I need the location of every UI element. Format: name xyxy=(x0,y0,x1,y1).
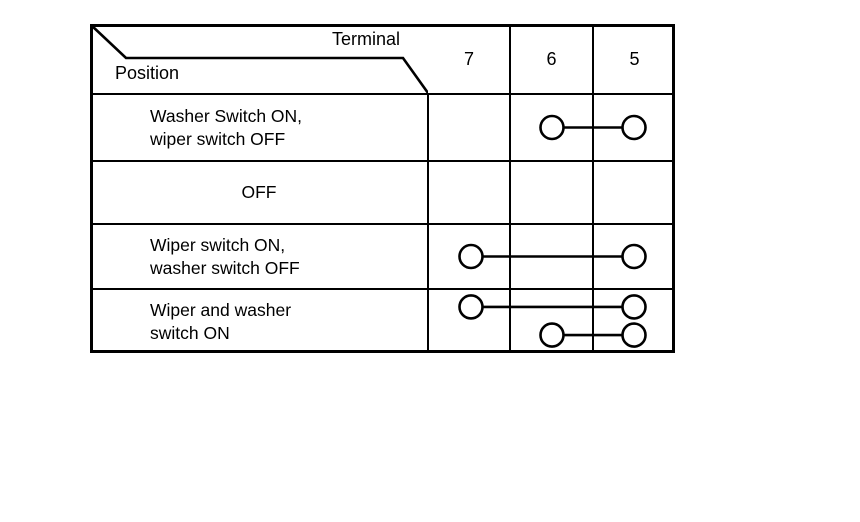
switch-continuity-table: Terminal Position 7 6 5 Washer Switch ON… xyxy=(90,24,675,353)
terminal-header-5: 5 xyxy=(629,48,640,69)
position-label-line: Wiper switch ON, xyxy=(150,234,286,255)
position-cell-row-2: OFF xyxy=(90,162,428,223)
column-divider-6-5 xyxy=(592,24,594,353)
position-label-line: Wiper and washer xyxy=(150,299,292,320)
terminal-header-7: 7 xyxy=(463,48,474,69)
header-position-label: Position xyxy=(115,63,180,83)
position-cell-row-4: Wiper and washer switch ON xyxy=(90,290,428,353)
row-divider-3 xyxy=(90,288,675,290)
row-divider-header xyxy=(90,93,675,95)
position-cell-row-3: Wiper switch ON, washer switch OFF xyxy=(90,225,428,288)
column-divider-7-6 xyxy=(509,24,511,353)
corner-header-split-line xyxy=(90,24,428,94)
row-divider-2 xyxy=(90,223,675,225)
position-label-line: washer switch OFF xyxy=(150,257,300,278)
position-label-line: switch ON xyxy=(150,322,230,343)
corner-header-cell: Terminal Position xyxy=(90,24,428,94)
position-label-line: OFF xyxy=(241,182,277,202)
header-terminal-label: Terminal xyxy=(331,29,400,49)
terminal-header-6: 6 xyxy=(546,48,557,69)
table-outer-border xyxy=(90,24,675,353)
position-cell-row-1: Washer Switch ON, wiper switch OFF xyxy=(90,95,428,160)
row-divider-1 xyxy=(90,160,675,162)
position-label-line: wiper switch OFF xyxy=(150,128,286,149)
position-label-line: Washer Switch ON, xyxy=(150,105,303,126)
column-divider-position xyxy=(427,93,429,353)
